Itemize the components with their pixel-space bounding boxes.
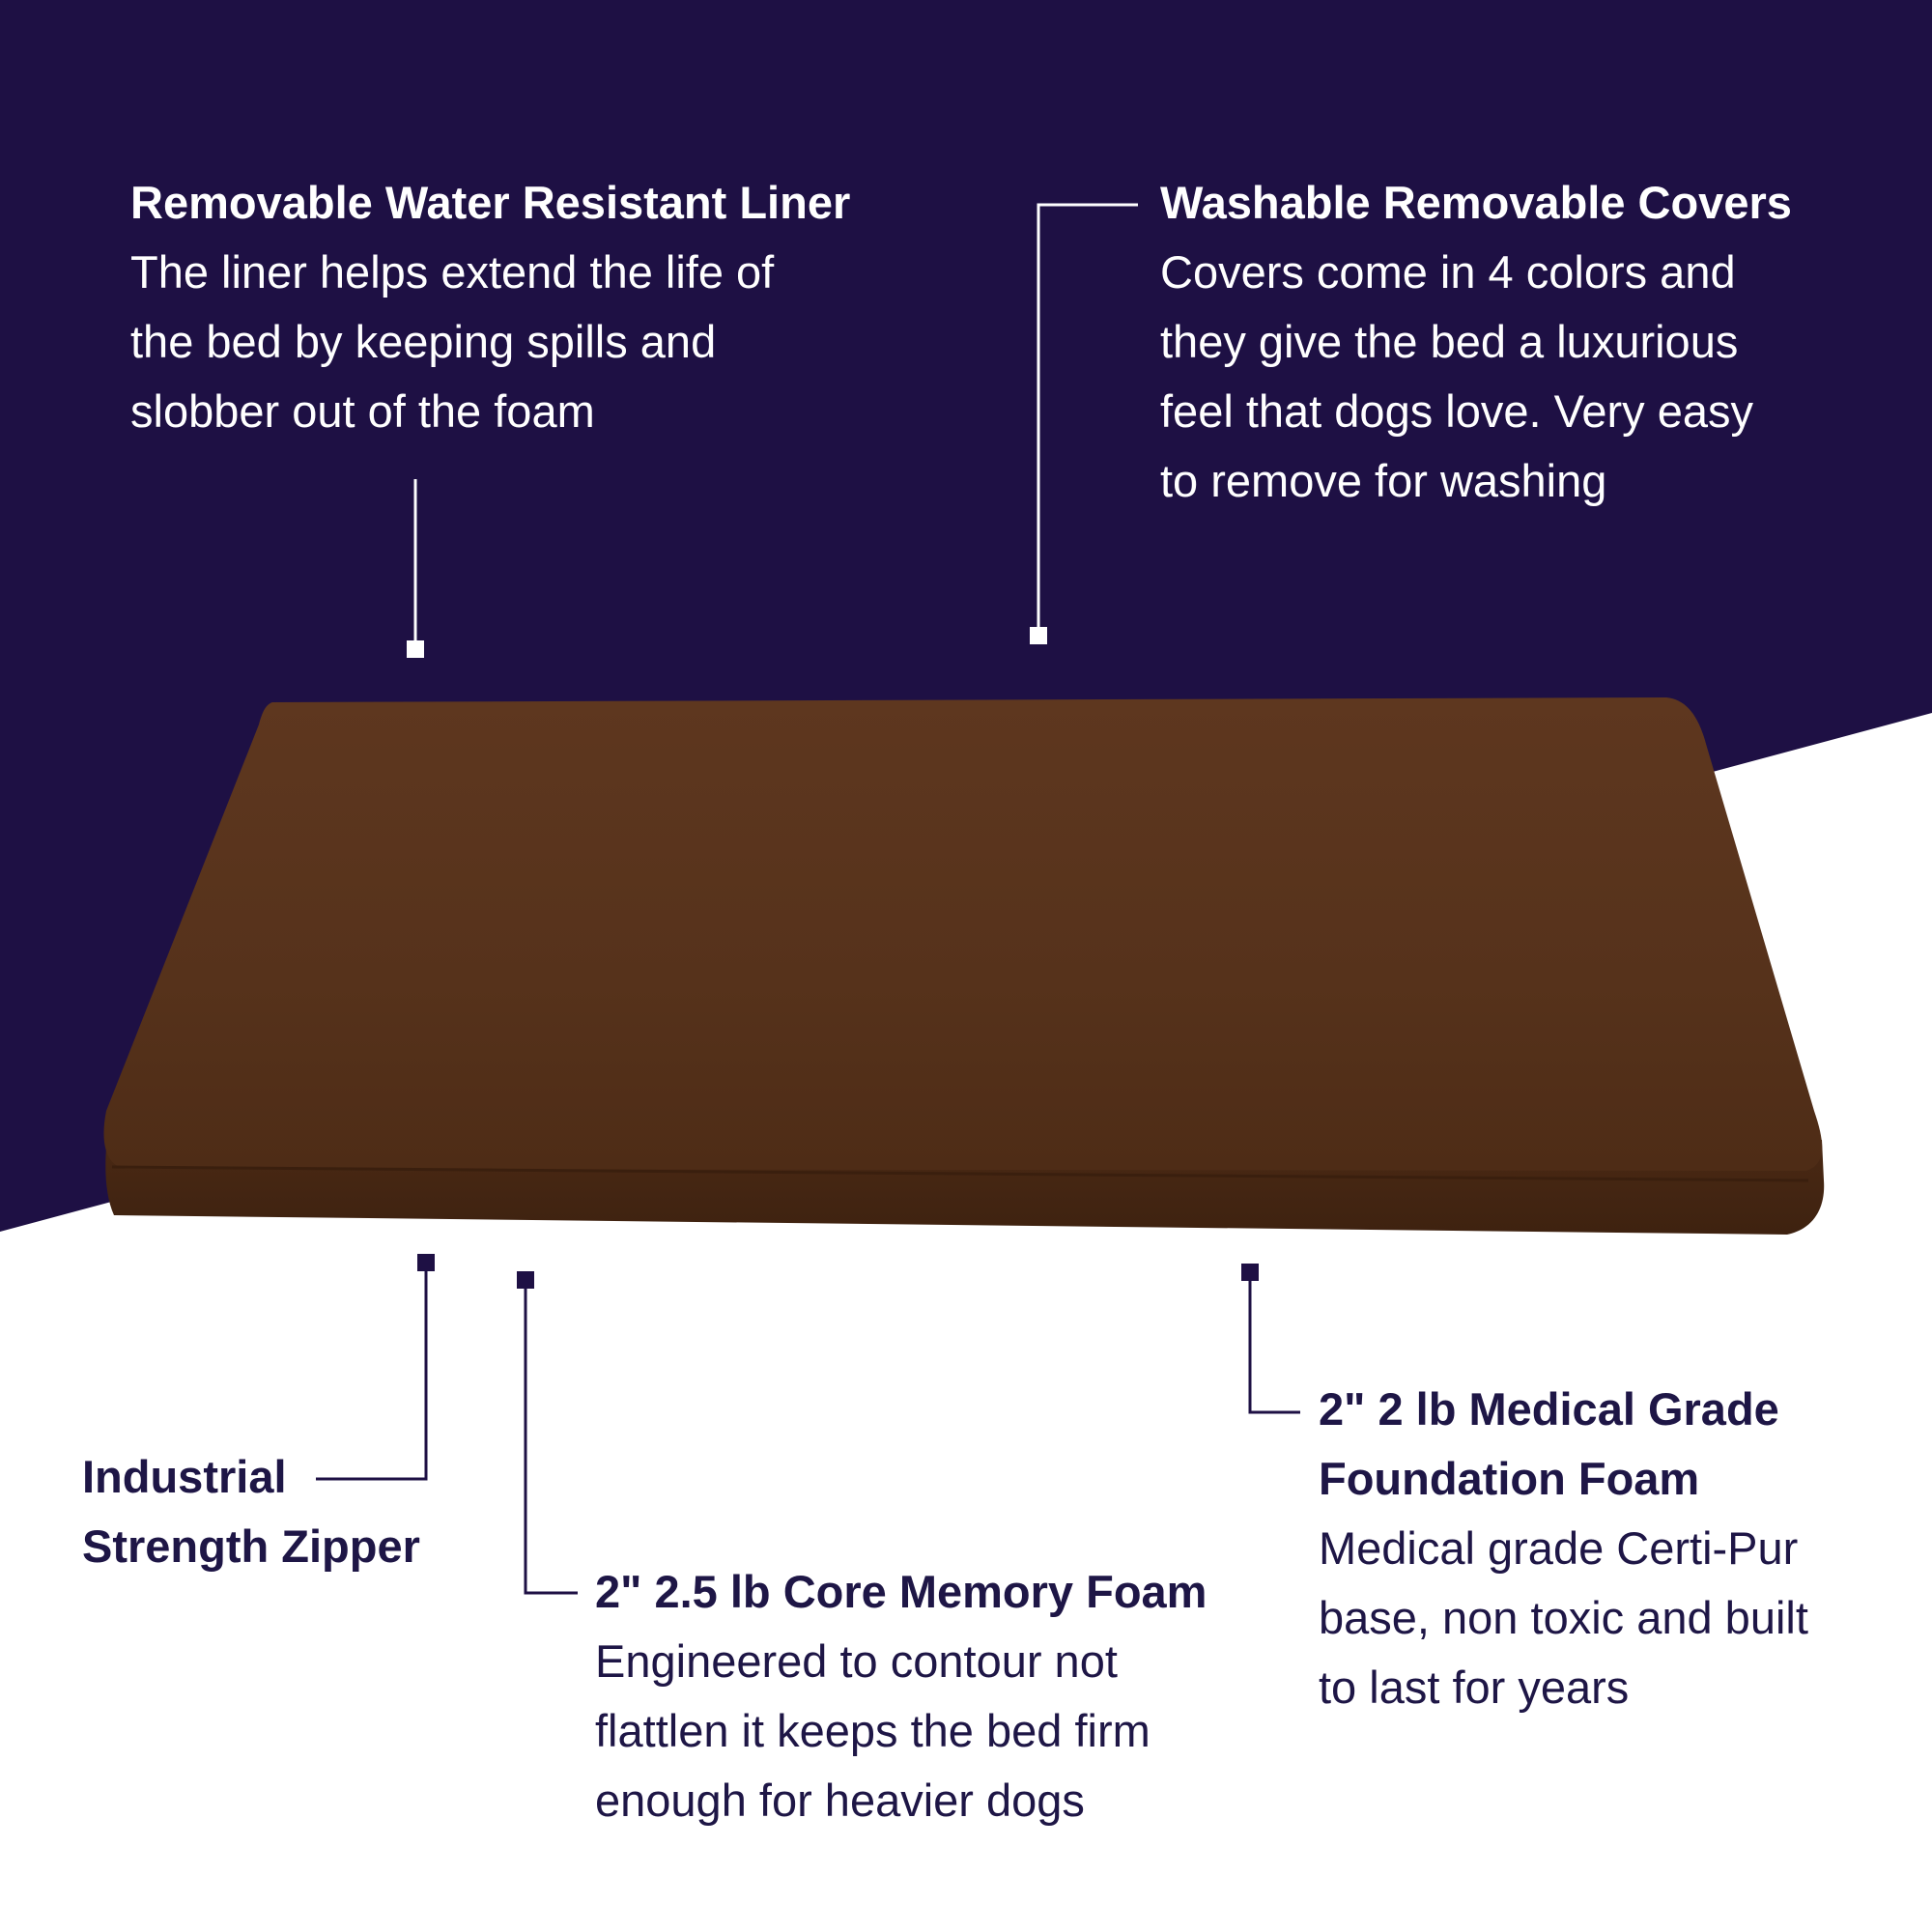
core-foam-line-3: enough for heavier dogs (595, 1775, 1085, 1826)
foundation-foam-line-3: to last for years (1319, 1662, 1630, 1713)
zipper-title-line-1: Industrial (82, 1451, 287, 1502)
foundation-foam-title-line-2: Foundation Foam (1319, 1453, 1700, 1504)
core-foam-callout: 2" 2.5 lb Core Memory Foam Engineered to… (595, 1557, 1291, 1835)
bed-top-surface (103, 697, 1823, 1171)
covers-line-2: they give the bed a luxurious (1160, 316, 1739, 367)
core-foam-line-1: Engineered to contour not (595, 1635, 1118, 1687)
covers-leader-line (1030, 203, 1138, 644)
covers-line-3: feel that dogs love. Very easy (1160, 385, 1753, 437)
dog-bed-image (103, 697, 1825, 1235)
foundation-foam-line-1: Medical grade Certi-Pur (1319, 1522, 1799, 1574)
core-foam-leader-line (517, 1271, 578, 1595)
liner-line-3: slobber out of the foam (130, 385, 595, 437)
liner-leader-line (407, 479, 424, 658)
covers-title: Washable Removable Covers (1160, 177, 1792, 228)
foundation-foam-title-line-1: 2" 2 lb Medical Grade (1319, 1383, 1779, 1435)
liner-title: Removable Water Resistant Liner (130, 177, 851, 228)
core-foam-title: 2" 2.5 lb Core Memory Foam (595, 1566, 1208, 1617)
covers-callout: Washable Removable Covers Covers come in… (1160, 168, 1914, 516)
liner-callout: Removable Water Resistant Liner The line… (130, 168, 903, 446)
foundation-foam-line-2: base, non toxic and built (1319, 1592, 1808, 1643)
zipper-title-line-2: Strength Zipper (82, 1520, 420, 1572)
core-foam-line-2: flattlen it keeps the bed firm (595, 1705, 1151, 1756)
liner-line-1: The liner helps extend the life of (130, 246, 775, 298)
bed-seam (111, 1165, 1809, 1182)
covers-line-1: Covers come in 4 colors and (1160, 246, 1736, 298)
foundation-foam-callout: 2" 2 lb Medical Grade Foundation Foam Me… (1319, 1375, 1918, 1722)
foundation-foam-leader-line (1241, 1264, 1300, 1414)
zipper-callout: Industrial Strength Zipper (82, 1442, 488, 1581)
zipper-leader-line (316, 1254, 435, 1481)
liner-line-2: the bed by keeping spills and (130, 316, 717, 367)
covers-line-4: to remove for washing (1160, 455, 1607, 506)
